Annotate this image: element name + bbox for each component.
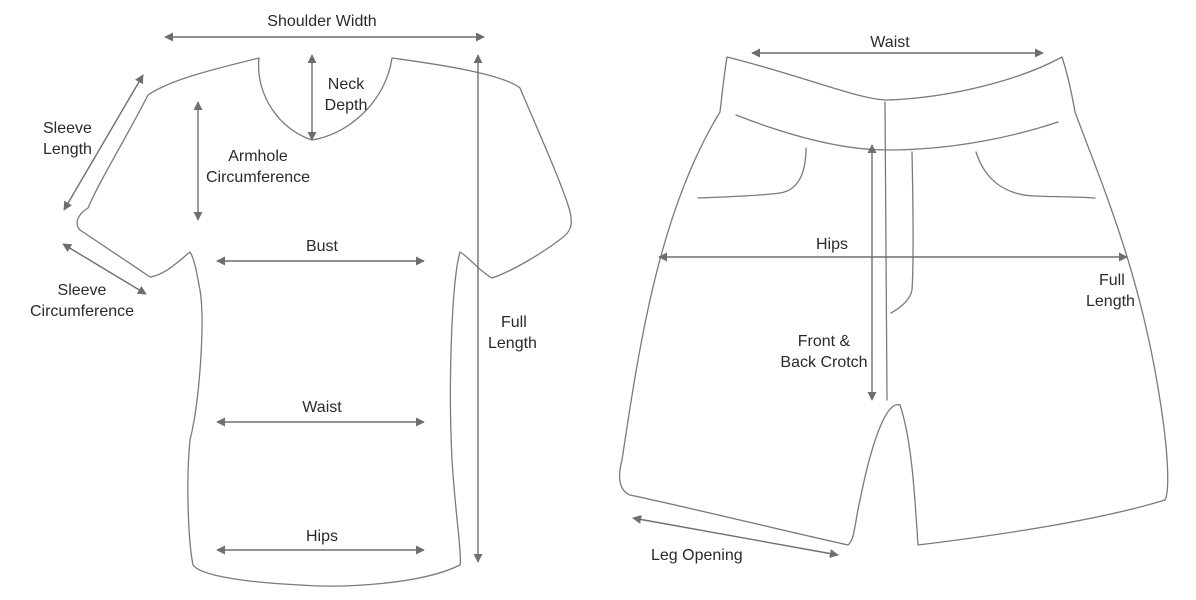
sleeve-circumference-label-line2: Circumference: [29, 303, 135, 320]
shirt-full-length-label-line1: Full: [501, 314, 527, 331]
leg-opening-arrow: [632, 515, 839, 558]
leg-opening-label: Leg Opening: [651, 547, 743, 564]
sleeve-circumference-label: Sleeve Circumference: [24, 280, 140, 322]
shorts-right-pocket: [975, 151, 1096, 199]
crotch-label: Front & Back Crotch: [774, 331, 874, 373]
sleeve-circumference-arrow: [62, 243, 147, 295]
sleeve-circumference-label-line1: Sleeve: [57, 282, 107, 299]
shorts-waist-label: Waist: [870, 34, 910, 51]
shirt-hips-label: Hips: [305, 528, 338, 545]
neck-depth-label: Neck Depth: [316, 74, 376, 116]
shorts-full-length-label-line2: Length: [1086, 293, 1135, 310]
shirt-full-length-label: Full Length: [488, 312, 537, 354]
armhole-label-line2: Circumference: [205, 169, 311, 186]
sleeve-length-label: Sleeve Length: [43, 118, 92, 160]
bust-label: Bust: [305, 238, 338, 255]
shirt-waist-label: Waist: [302, 399, 342, 416]
shoulder-width-label: Shoulder Width: [267, 13, 377, 30]
shorts-full-length-label-line1: Full: [1099, 272, 1125, 289]
shorts-full-length-label: Full Length: [1086, 270, 1135, 312]
tshirt-outline: [76, 57, 572, 587]
shorts-left-pocket: [697, 147, 807, 199]
armhole-label: Armhole Circumference: [200, 146, 316, 188]
shorts-outline: [618, 56, 1169, 546]
shirt-full-length-label-line2: Length: [488, 335, 537, 352]
shorts-fly-line: [890, 151, 914, 314]
sleeve-length-label-line1: Sleeve: [43, 120, 92, 137]
neck-depth-label-line2: Depth: [324, 97, 368, 114]
sleeve-length-label-line2: Length: [43, 141, 92, 158]
shorts-hips-label: Hips: [815, 236, 848, 253]
armhole-label-line1: Armhole: [228, 148, 288, 165]
crotch-label-line1: Front &: [797, 333, 851, 350]
sleeve-length-arrow: [63, 74, 144, 211]
crotch-label-line2: Back Crotch: [780, 354, 868, 371]
neck-depth-label-line1: Neck: [327, 76, 365, 93]
shorts-center-seam: [884, 101, 888, 401]
shorts-waistband-line: [735, 114, 1059, 151]
